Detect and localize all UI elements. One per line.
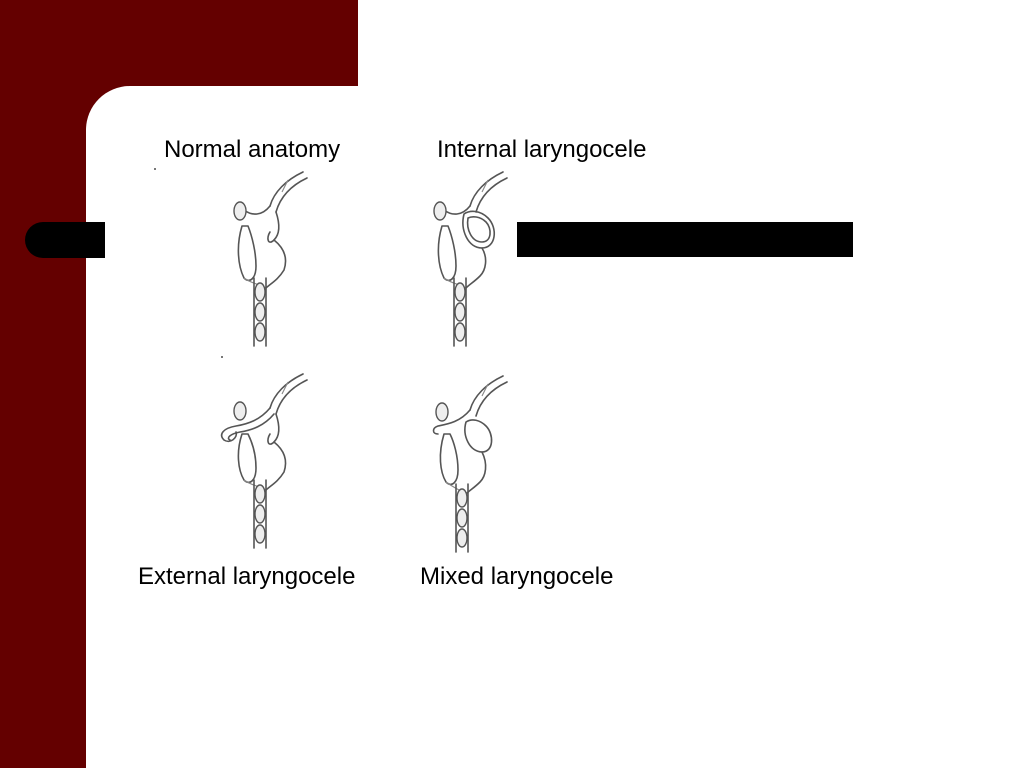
caption-external-laryngocele: External laryngocele — [138, 563, 356, 590]
larynx-external-laryngocele-diagram-icon — [208, 368, 318, 553]
redaction-bar — [517, 222, 853, 257]
stray-dot — [221, 356, 223, 358]
stray-dot — [154, 168, 156, 170]
larynx-mixed-laryngocele-diagram-icon — [408, 372, 518, 557]
caption-mixed-laryngocele: Mixed laryngocele — [420, 563, 614, 590]
larynx-internal-laryngocele-diagram-icon — [408, 166, 518, 351]
left-tab-decoration — [25, 222, 105, 258]
caption-normal-anatomy: Normal anatomy — [164, 136, 341, 163]
caption-internal-laryngocele: Internal laryngocele — [437, 136, 647, 163]
content-panel — [86, 86, 1024, 768]
larynx-normal-diagram-icon — [208, 166, 318, 351]
